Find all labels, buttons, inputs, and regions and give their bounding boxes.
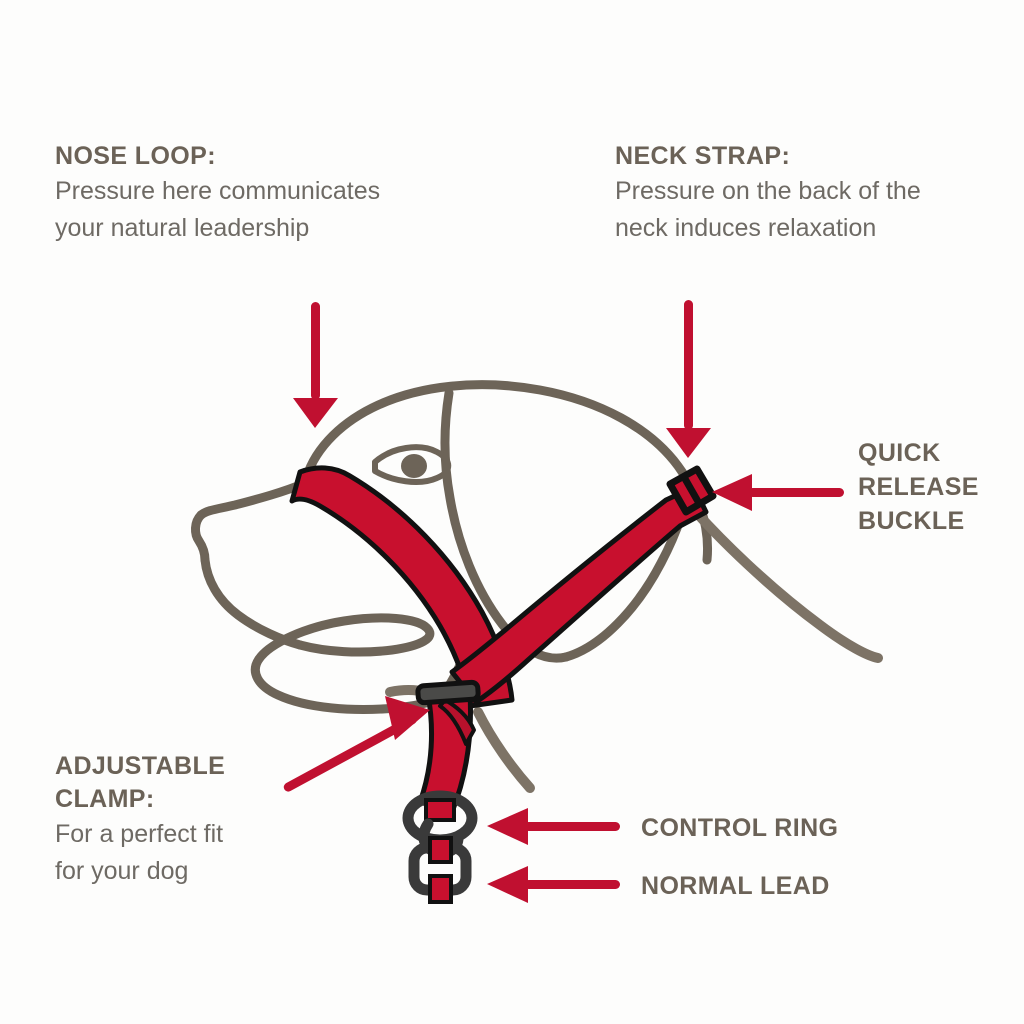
- callout-adjustable-clamp: ADJUSTABLE CLAMP: For a perfect fit for …: [55, 750, 355, 889]
- nose-line: [191, 510, 210, 565]
- arrow-control-ring: [487, 808, 620, 845]
- eye-outline: [372, 444, 452, 485]
- callout-control-ring-title: CONTROL RING: [641, 814, 839, 842]
- eye-pupil: [401, 454, 427, 478]
- callout-neck-strap-title: NECK STRAP:: [615, 142, 791, 170]
- adjustable-clamp: [415, 679, 481, 706]
- neck-strap: [449, 484, 709, 705]
- lower-flew-line: [250, 654, 449, 714]
- arrow-group: [283, 300, 844, 903]
- callout-normal-lead-title: NORMAL LEAD: [641, 872, 830, 900]
- arrow-neck-strap: [666, 300, 711, 458]
- upper-flew-line: [254, 613, 435, 664]
- quick-release-buckle: [666, 465, 717, 516]
- arrow-adjustable-clamp: [283, 696, 430, 792]
- quick-release-buckle-slot: [680, 475, 704, 507]
- normal-lead-cord: [683, 498, 883, 663]
- lead-webbing-lower: [428, 874, 453, 904]
- muzzle-top-line: [196, 478, 310, 520]
- callout-adjustable-clamp-title: ADJUSTABLE CLAMP:: [55, 752, 226, 813]
- callout-nose-loop: NOSE LOOP: Pressure here communicates yo…: [55, 140, 475, 246]
- neck-strap-shape: [449, 484, 709, 705]
- arrow-nose-loop: [293, 302, 338, 428]
- lower-muzzle-line: [200, 555, 305, 650]
- callout-nose-loop-body: Pressure here communicates your natural …: [55, 177, 381, 242]
- clamp-strap-fold: [438, 698, 476, 746]
- arrow-normal-lead: [487, 866, 620, 903]
- adjustable-clamp-bar: [415, 679, 481, 706]
- callout-nose-loop-title: NOSE LOOP:: [55, 142, 216, 170]
- arrow-quick-release: [712, 474, 844, 511]
- callout-adjustable-clamp-body: For a perfect fit for your dog: [55, 820, 224, 885]
- callout-neck-strap: NECK STRAP: Pressure on the back of the …: [615, 140, 1015, 246]
- callout-quick-release-buckle-title: QUICK RELEASE BUCKLE: [858, 439, 979, 535]
- strap-through-ring: [424, 798, 456, 822]
- callout-neck-strap-body: Pressure on the back of the neck induces…: [615, 177, 921, 242]
- dog-eye: [372, 444, 452, 485]
- lead-webbing-upper: [428, 836, 453, 864]
- lead-tail-cord: [473, 707, 535, 793]
